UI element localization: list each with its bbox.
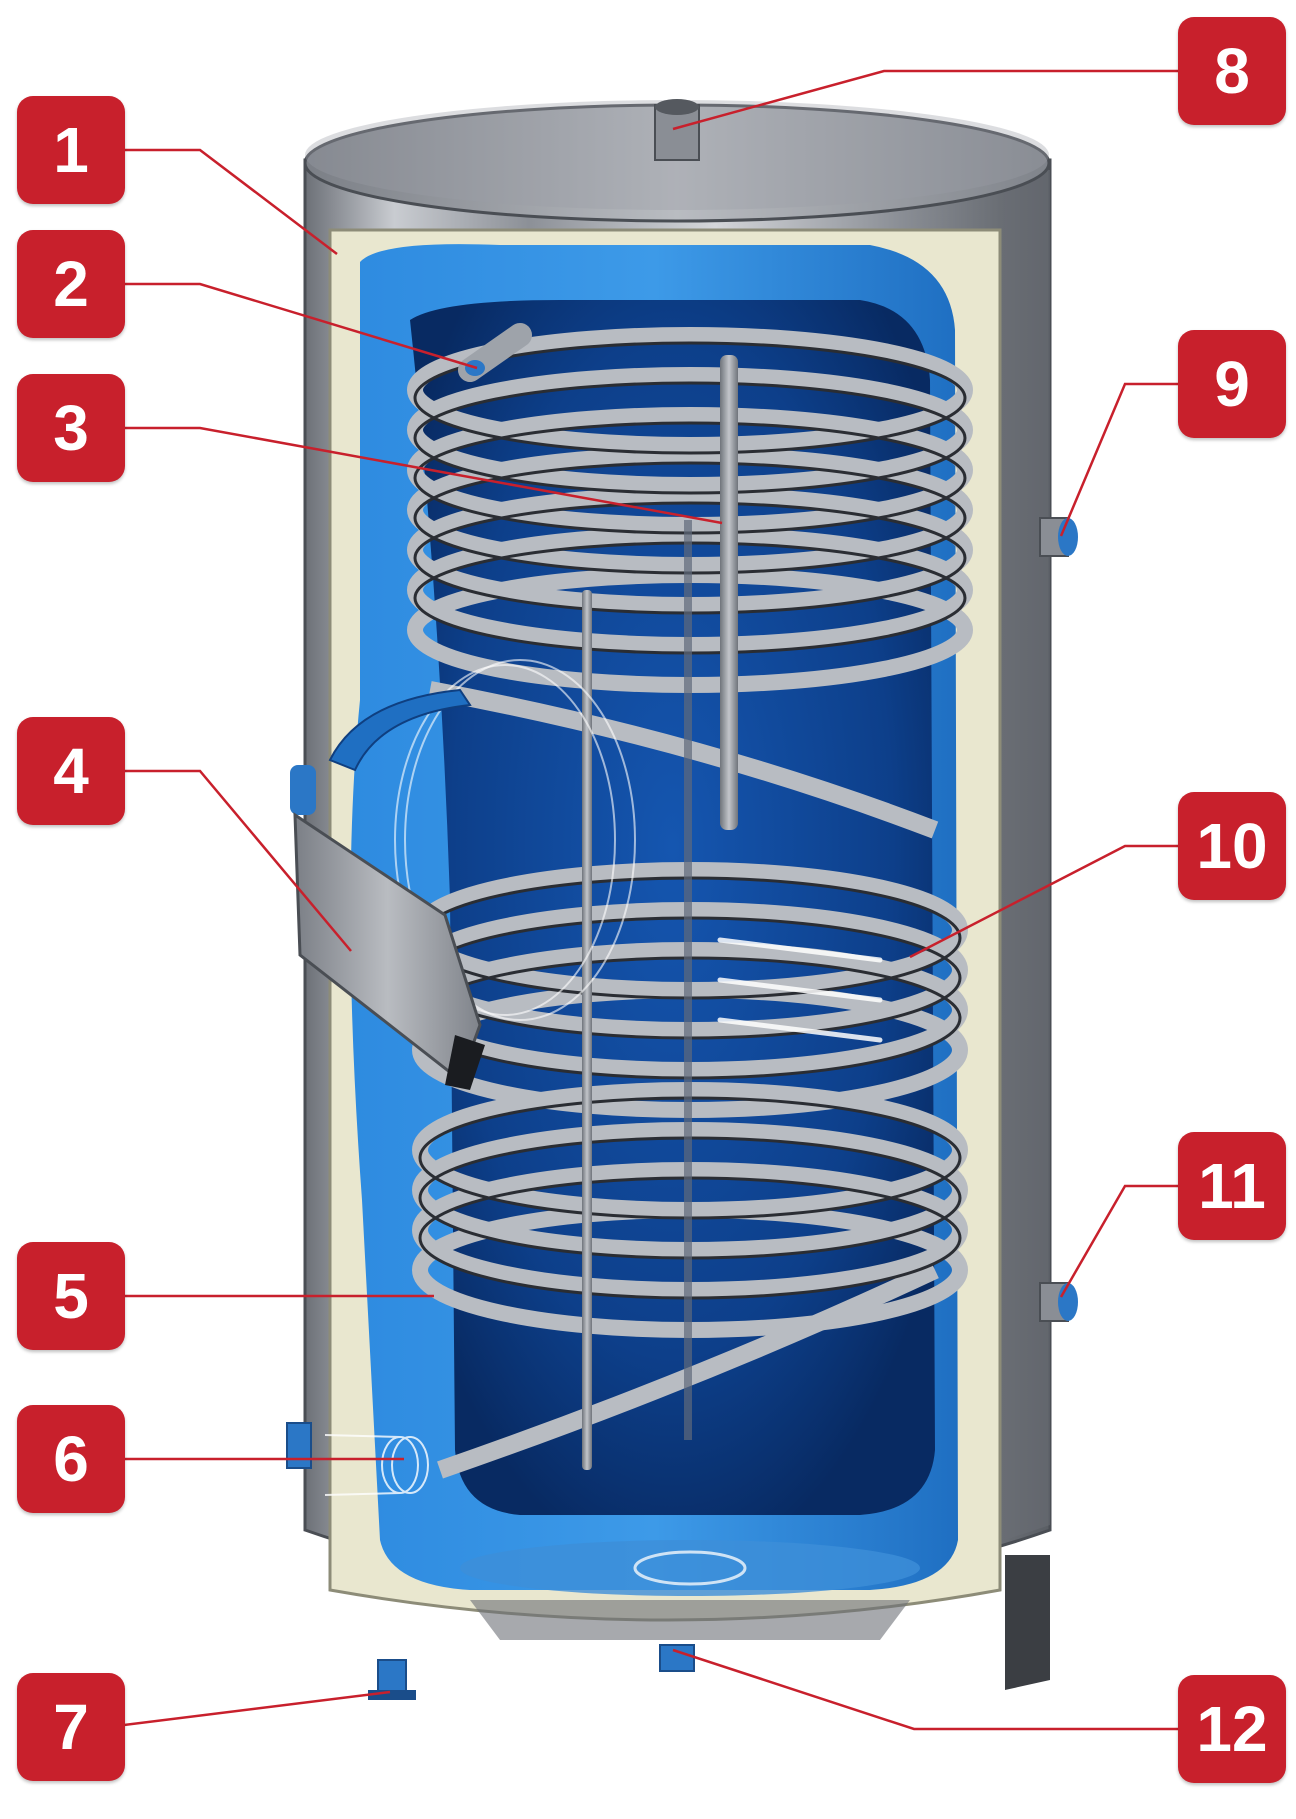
callout-6: 6 xyxy=(17,1405,125,1513)
callout-10: 10 xyxy=(1178,792,1286,900)
callout-8: 8 xyxy=(1178,17,1286,125)
leader-line-12 xyxy=(672,1648,1188,1731)
leader-line-8 xyxy=(672,69,1188,131)
leader-line-1 xyxy=(108,148,338,255)
leader-line-3 xyxy=(108,426,723,525)
callout-12: 12 xyxy=(1178,1675,1286,1783)
callout-4: 4 xyxy=(17,717,125,825)
leader-line-2 xyxy=(108,282,478,370)
callout-7: 7 xyxy=(17,1673,125,1781)
callout-11: 11 xyxy=(1178,1132,1286,1240)
callout-9: 9 xyxy=(1178,330,1286,438)
leader-line-10 xyxy=(909,844,1188,959)
callout-5: 5 xyxy=(17,1242,125,1350)
callout-1: 1 xyxy=(17,96,125,204)
leader-line-11 xyxy=(1059,1184,1188,1298)
leader-lines xyxy=(107,69,1188,1731)
callout-3: 3 xyxy=(17,374,125,482)
leader-line-4 xyxy=(108,769,352,952)
callout-2: 2 xyxy=(17,230,125,338)
leader-line-7 xyxy=(107,1690,391,1729)
leader-line-9 xyxy=(1059,382,1188,537)
